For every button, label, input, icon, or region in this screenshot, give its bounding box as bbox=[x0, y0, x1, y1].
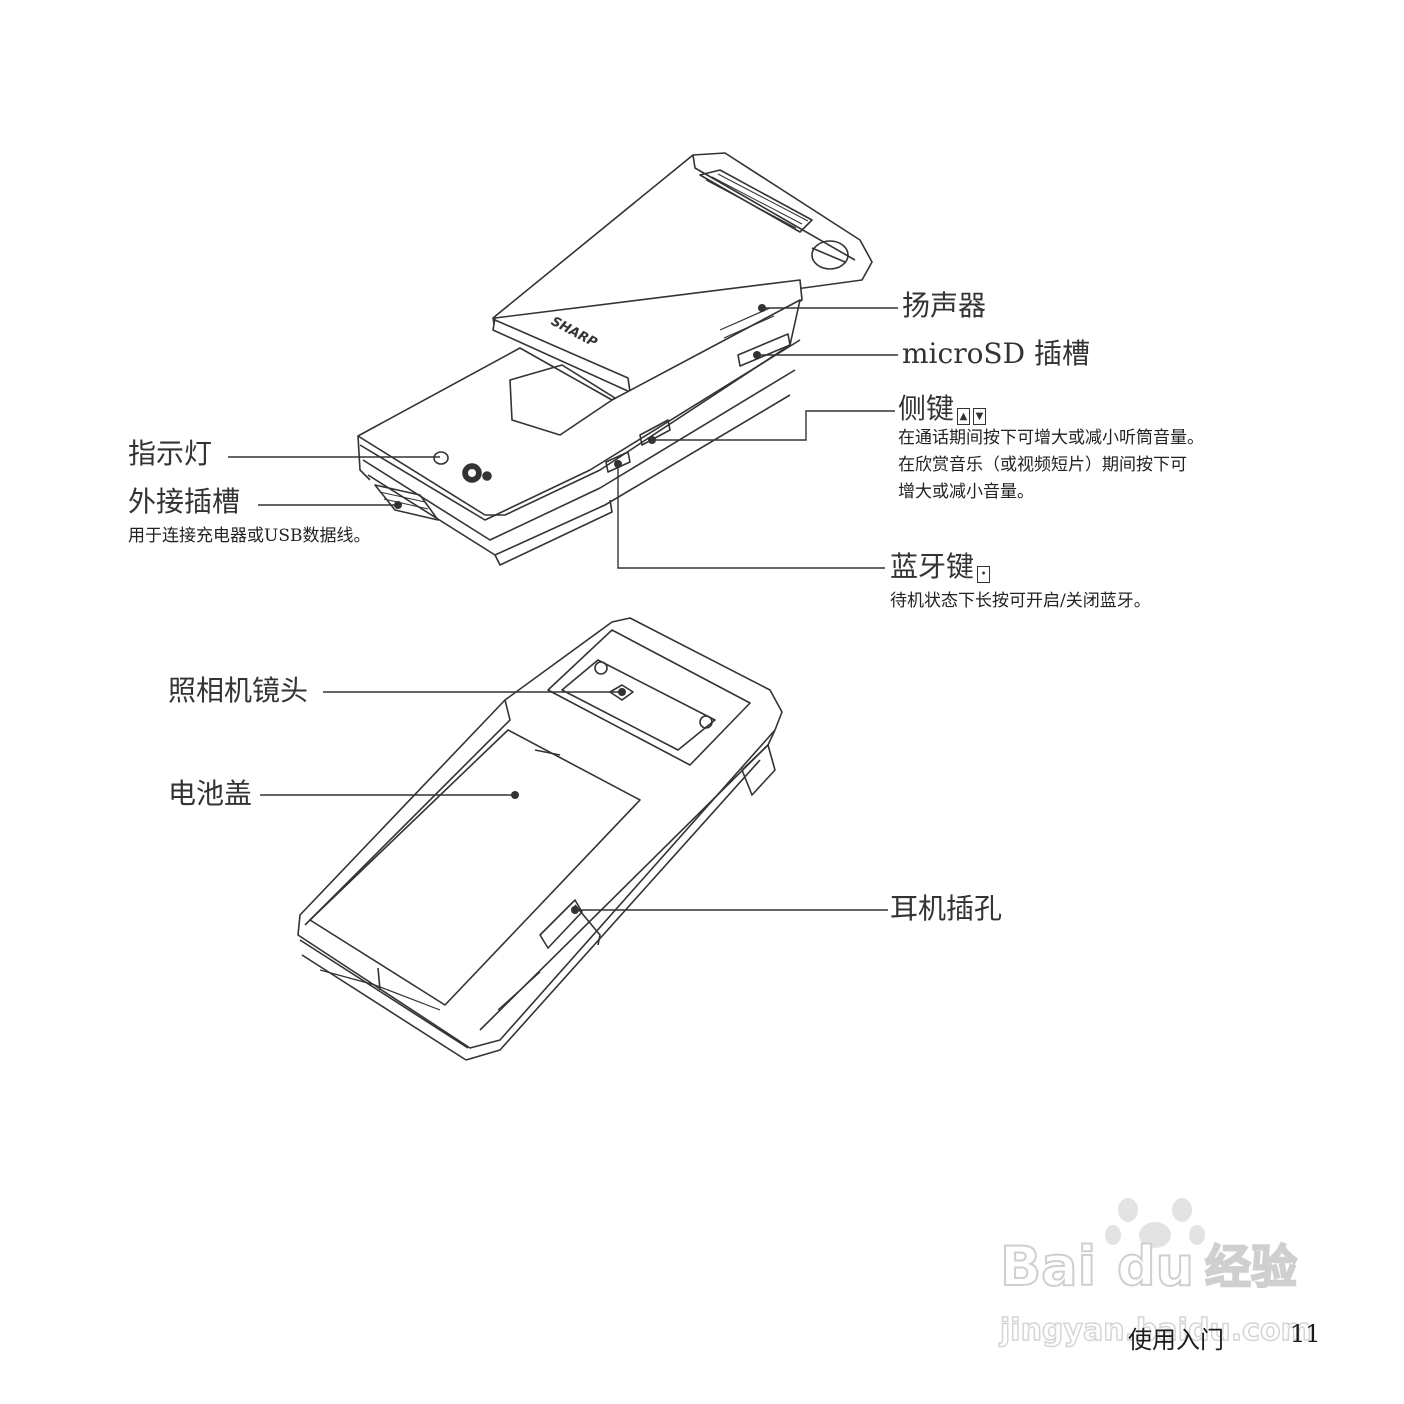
watermark-logo-1: Bai bbox=[1000, 1235, 1096, 1298]
page-number: 11 bbox=[1290, 1320, 1321, 1348]
microsd-slot-label: microSD 插槽 bbox=[902, 340, 1090, 368]
camera-lens-label: 照相机镜头 bbox=[168, 677, 308, 705]
external-slot-label: 外接插槽 bbox=[128, 488, 240, 516]
battery-cover-label: 电池盖 bbox=[168, 780, 252, 808]
bluetooth-key-icon: • bbox=[977, 566, 990, 583]
side-key-text: 侧键 bbox=[898, 392, 954, 425]
side-key-label: 侧键▲▼ bbox=[898, 395, 986, 425]
side-key-desc-1: 在通话期间按下可增大或减小听筒音量。 bbox=[898, 430, 1204, 447]
volume-up-icon: ▲ bbox=[957, 408, 970, 425]
leader-side-key bbox=[652, 411, 895, 440]
front-phone-drawing bbox=[358, 153, 872, 565]
volume-down-icon: ▼ bbox=[973, 408, 986, 425]
external-slot-desc: 用于连接充电器或USB数据线。 bbox=[128, 528, 370, 545]
footer-section: 使用入门 bbox=[1128, 1320, 1224, 1355]
side-key-desc-2: 在欣赏音乐（或视频短片）期间按下可 bbox=[898, 457, 1187, 474]
bluetooth-key-label: 蓝牙键• bbox=[890, 553, 990, 583]
speaker-label: 扬声器 bbox=[902, 292, 986, 320]
back-phone-drawing bbox=[298, 618, 782, 1060]
side-key-desc-3: 增大或减小音量。 bbox=[898, 484, 1034, 501]
bluetooth-key-text: 蓝牙键 bbox=[890, 550, 974, 583]
headphone-jack-label: 耳机插孔 bbox=[890, 895, 1002, 923]
leader-bluetooth bbox=[618, 464, 885, 568]
watermark-logo-2: du bbox=[1117, 1235, 1194, 1298]
bluetooth-key-desc: 待机状态下长按可开启/关闭蓝牙。 bbox=[890, 593, 1151, 610]
indicator-label: 指示灯 bbox=[128, 440, 212, 468]
watermark-logo-3: 经验 bbox=[1205, 1240, 1297, 1294]
